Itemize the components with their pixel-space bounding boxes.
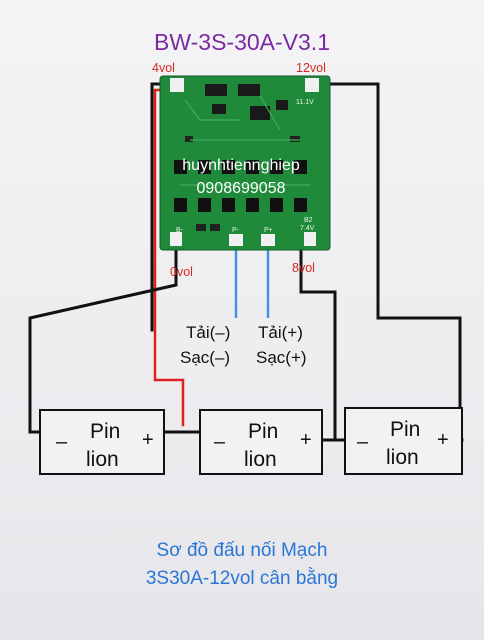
battery-2-body <box>199 409 323 475</box>
chip <box>212 104 226 114</box>
battery-1-minus: – <box>56 431 68 453</box>
pad-b-top-left <box>170 78 184 92</box>
chip <box>205 84 227 96</box>
battery-2-label-lion: lion <box>244 448 277 471</box>
battery-3-plus: + <box>437 429 449 451</box>
watermark-name: huynhtiennghiep <box>182 157 300 174</box>
caption-line-1: Sơ đồ đấu nối Mạch <box>157 540 328 561</box>
battery-3-body <box>344 407 463 475</box>
battery-1-body <box>39 409 165 475</box>
bms-pcb: B- P- P+ B2 7.4V 11.1V <box>159 75 331 251</box>
pcb-traces <box>180 95 310 186</box>
silk-b2: B2 <box>304 217 313 224</box>
label-charge-plus: Sạc(+) <box>256 348 307 367</box>
battery-2: – Pin lion + <box>199 409 323 475</box>
wire-12vol <box>328 82 464 442</box>
wiring <box>28 82 464 442</box>
wire-red-bminus <box>153 88 185 427</box>
label-load-plus: Tải(+) <box>258 323 303 342</box>
chip <box>276 100 288 110</box>
resistor <box>290 136 300 142</box>
silk-b2-volt: 7.4V <box>300 225 315 232</box>
battery-2-label-pin: Pin <box>248 420 278 443</box>
wire-0vol <box>28 248 178 434</box>
load-charge-wires <box>234 246 270 318</box>
wire-4vol-down <box>30 320 152 330</box>
battery-2-plus: + <box>300 429 312 451</box>
mosfet-row-2 <box>174 198 307 212</box>
battery-3-label-lion: lion <box>386 446 419 469</box>
silk-p-minus: P- <box>232 227 240 234</box>
battery-3-minus: – <box>357 431 369 453</box>
battery-1-plus: + <box>142 429 154 451</box>
silk-b-minus: B- <box>176 227 184 234</box>
silk-b1-volt: 11.1V <box>296 99 314 106</box>
battery-3: – Pin lion + <box>344 407 463 475</box>
resistor <box>185 136 193 142</box>
label-charge-minus: Sạc(–) <box>180 348 230 367</box>
resistor <box>210 224 220 231</box>
voltage-label-4vol: 4vol <box>152 61 175 75</box>
pad-p-plus <box>261 234 275 246</box>
caption-line-2: 3S30A-12vol cân bằng <box>146 567 338 589</box>
chip <box>250 106 270 120</box>
silk-p-plus: P+ <box>264 227 273 234</box>
chip <box>238 84 260 96</box>
pad-b-minus <box>170 232 182 246</box>
battery-3-label-pin: Pin <box>390 418 420 441</box>
battery-2-minus: – <box>214 431 226 453</box>
label-load-minus: Tải(–) <box>186 323 230 342</box>
watermark-phone: 0908699058 <box>197 180 286 197</box>
voltage-label-0vol: 0vol <box>170 265 193 279</box>
pad-p-minus <box>229 234 243 246</box>
battery-1-label-lion: lion <box>86 448 119 471</box>
board-title: BW-3S-30A-V3.1 <box>154 29 330 55</box>
resistor <box>196 224 206 231</box>
voltage-label-8vol: 8vol <box>292 261 315 275</box>
pad-b2 <box>304 232 316 246</box>
battery-1: – Pin lion + <box>39 409 165 475</box>
battery-1-label-pin: Pin <box>90 420 120 443</box>
voltage-label-12vol: 12vol <box>296 61 326 75</box>
mosfet-row-1 <box>174 160 307 174</box>
pad-b-top-right <box>305 78 319 92</box>
